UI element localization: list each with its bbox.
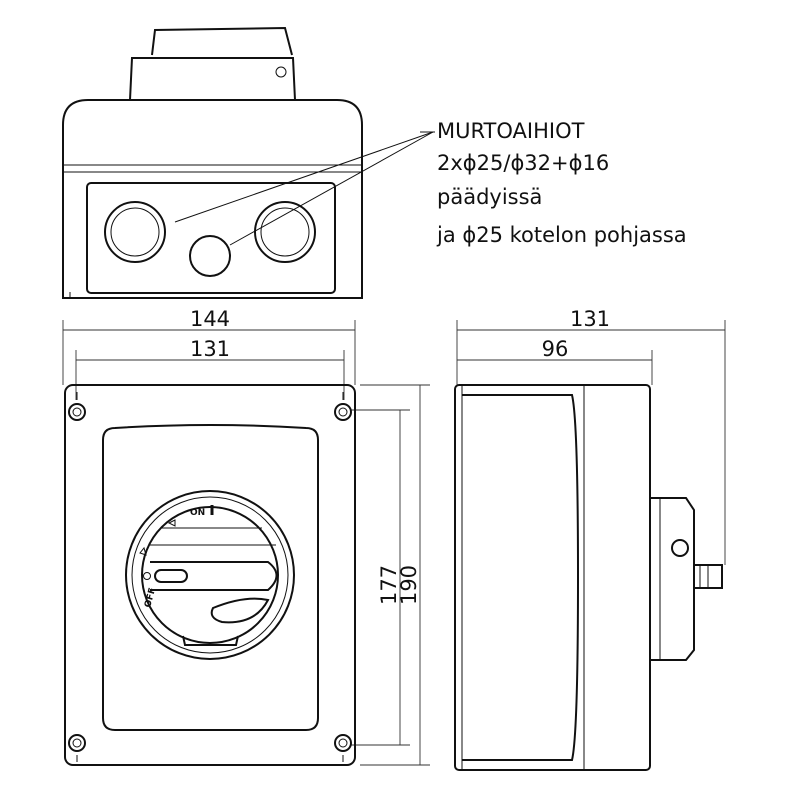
front-panel [102,424,319,731]
top-body [62,99,363,299]
knockout-left [104,201,166,263]
switch-handle [150,561,278,591]
annotation-line: 2xϕ25/ϕ32+ϕ16 [437,151,609,175]
rotary-switch: ON OFF [125,490,295,660]
dim-131: 131 [190,337,230,361]
dim-177: 177 [377,565,401,605]
annotation-line: MURTOAIHIOT [437,119,585,143]
handle-indicator [154,569,188,583]
side-view [454,384,723,771]
leader-line [174,131,434,223]
side-body [454,384,651,771]
cover-cap [129,57,296,101]
screw-icon [68,392,86,421]
handle-top [151,26,293,56]
dim-190: 190 [397,565,421,605]
annotation-line: ja ϕ25 kotelon pohjassa [436,223,687,247]
on-label: ON [190,508,205,518]
dim-131-side: 131 [570,307,610,331]
side-screw-icon [671,539,689,557]
cap-screw [275,66,287,78]
screw-icon [334,734,352,762]
off-symbol [143,572,151,580]
screw-icon [68,734,86,762]
knockout-small [189,235,231,277]
switch-protrusion [650,497,695,661]
arrow-icon [167,519,176,527]
knockout-right [254,201,316,263]
screw-icon [334,392,352,421]
top-view [62,26,435,299]
leader-line [229,131,434,246]
front-body [64,384,356,766]
annotation-text: MURTOAIHIOT 2xϕ25/ϕ32+ϕ16 päädyissä ja ϕ… [436,119,687,247]
off-label: OFF [143,587,158,609]
side-dimensions: 131 96 [456,307,726,565]
knockout-recess [86,182,336,294]
front-dimensions: 144 131 177 190 [62,307,430,766]
arrow-icon [139,546,147,556]
dim-96: 96 [542,337,569,361]
annotation-line: päädyissä [437,185,542,209]
dim-144: 144 [190,307,230,331]
front-view: ON OFF [64,384,356,766]
